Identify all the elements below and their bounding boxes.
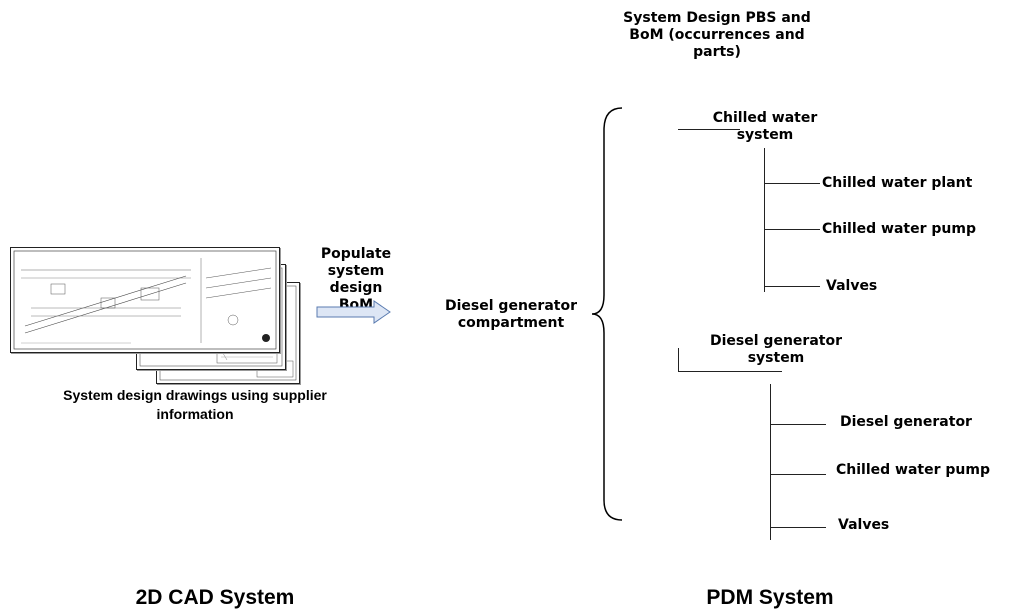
- drawings-caption: System design drawings using supplier in…: [63, 387, 327, 422]
- connector-chilled-water-plant: [764, 183, 820, 184]
- curly-brace: [591, 107, 623, 521]
- connector-valves-1: [764, 286, 820, 287]
- connector-chilled-water-pump-1: [764, 229, 820, 230]
- connector-diesel-generator: [770, 424, 826, 425]
- drawing-sheet-front-sketch: [13, 250, 277, 350]
- populate-bom-label: Populate system design BoM: [320, 246, 392, 313]
- system-node-diesel-generator: Diesel generator system: [710, 333, 842, 366]
- connector-valves-2: [770, 527, 826, 528]
- compartment-node: Diesel generator compartment: [445, 298, 577, 331]
- item-chilled-water-plant: Chilled water plant: [822, 175, 973, 191]
- pbs-root-node: System Design PBS and BoM (occurrences a…: [623, 10, 811, 60]
- connector-diesel-generator-trunk: [770, 384, 771, 540]
- system-node-chilled-water: Chilled water system: [712, 110, 818, 143]
- connector-diesel-generator-system: [678, 371, 782, 372]
- item-valves-1: Valves: [826, 278, 878, 294]
- connector-chilled-water-pump-2: [770, 474, 826, 475]
- flow-arrow: [316, 300, 391, 324]
- connector-diesel-generator-stub: [678, 348, 679, 372]
- item-chilled-water-pump-2: Chilled water pump: [836, 462, 990, 478]
- connector-chilled-water-system: [678, 129, 740, 130]
- connector-chilled-water-trunk: [764, 148, 765, 292]
- cad-system-title: 2D CAD System: [135, 586, 295, 609]
- drawing-sheet-front: [10, 247, 280, 353]
- item-diesel-generator: Diesel generator: [840, 414, 972, 430]
- item-chilled-water-pump-1: Chilled water pump: [822, 221, 976, 237]
- item-valves-2: Valves: [838, 517, 890, 533]
- pdm-system-title: PDM System: [706, 586, 834, 609]
